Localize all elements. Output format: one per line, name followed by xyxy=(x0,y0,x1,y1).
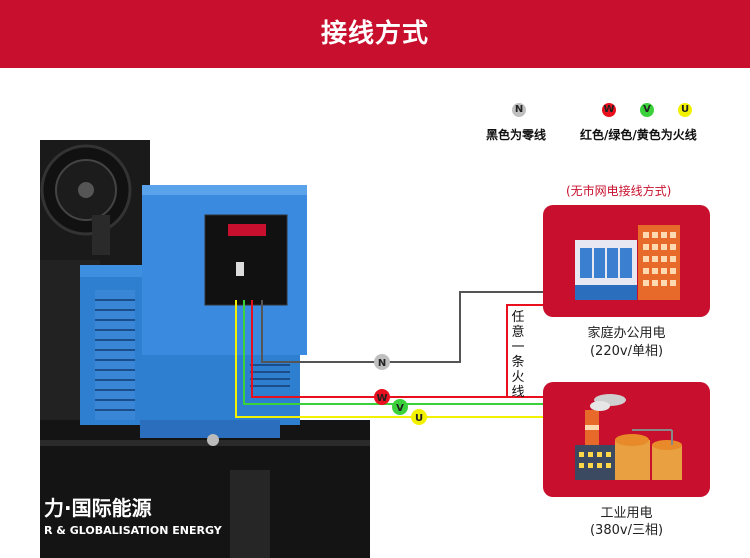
legend-w-badge: W xyxy=(602,103,616,117)
wire-n-badge: N xyxy=(374,354,390,370)
wire-v-badge: V xyxy=(392,399,408,415)
wire-w-badge: W xyxy=(374,389,390,405)
industrial-label: 工业用电 xyxy=(600,506,653,521)
any-live-wire-note: 任意一条火线 xyxy=(511,310,525,400)
wire-w-label: W xyxy=(376,393,387,404)
no-grid-note: (无市网电接线方式) xyxy=(566,184,672,198)
household-spec: (220v/单相) xyxy=(589,344,664,359)
legend-n-badge: N xyxy=(512,103,526,117)
wire-v xyxy=(243,300,545,405)
brand-line-2: R & GLOBALISATION ENERGY xyxy=(44,524,222,537)
wire-w xyxy=(251,300,545,398)
household-label: 家庭办公用电 xyxy=(587,326,666,341)
header-banner xyxy=(0,0,750,68)
wire-v-label: V xyxy=(396,403,404,414)
tower-building-icon xyxy=(638,225,680,300)
wire-u-label: U xyxy=(415,413,423,424)
office-building-icon xyxy=(575,240,637,300)
legend-phases-text: 红色/绿色/黄色为火线 xyxy=(580,128,697,142)
wire-branch-live xyxy=(506,304,545,397)
legend-neutral-text: 黑色为零线 xyxy=(486,128,547,142)
wire-u xyxy=(235,300,545,418)
wire-u-badge: U xyxy=(411,409,427,425)
brand-line-1: 力·国际能源 xyxy=(44,496,152,520)
page-title: 接线方式 xyxy=(320,19,429,49)
wire-n-label: N xyxy=(378,358,386,369)
legend-v-badge: V xyxy=(640,103,654,117)
wire-n xyxy=(261,291,545,363)
control-panel xyxy=(204,214,288,306)
alternator-vent-left xyxy=(95,290,135,420)
industrial-spec: (380v/三相) xyxy=(589,523,664,538)
legend-u-badge: U xyxy=(678,103,692,117)
factory-icon xyxy=(575,394,682,480)
